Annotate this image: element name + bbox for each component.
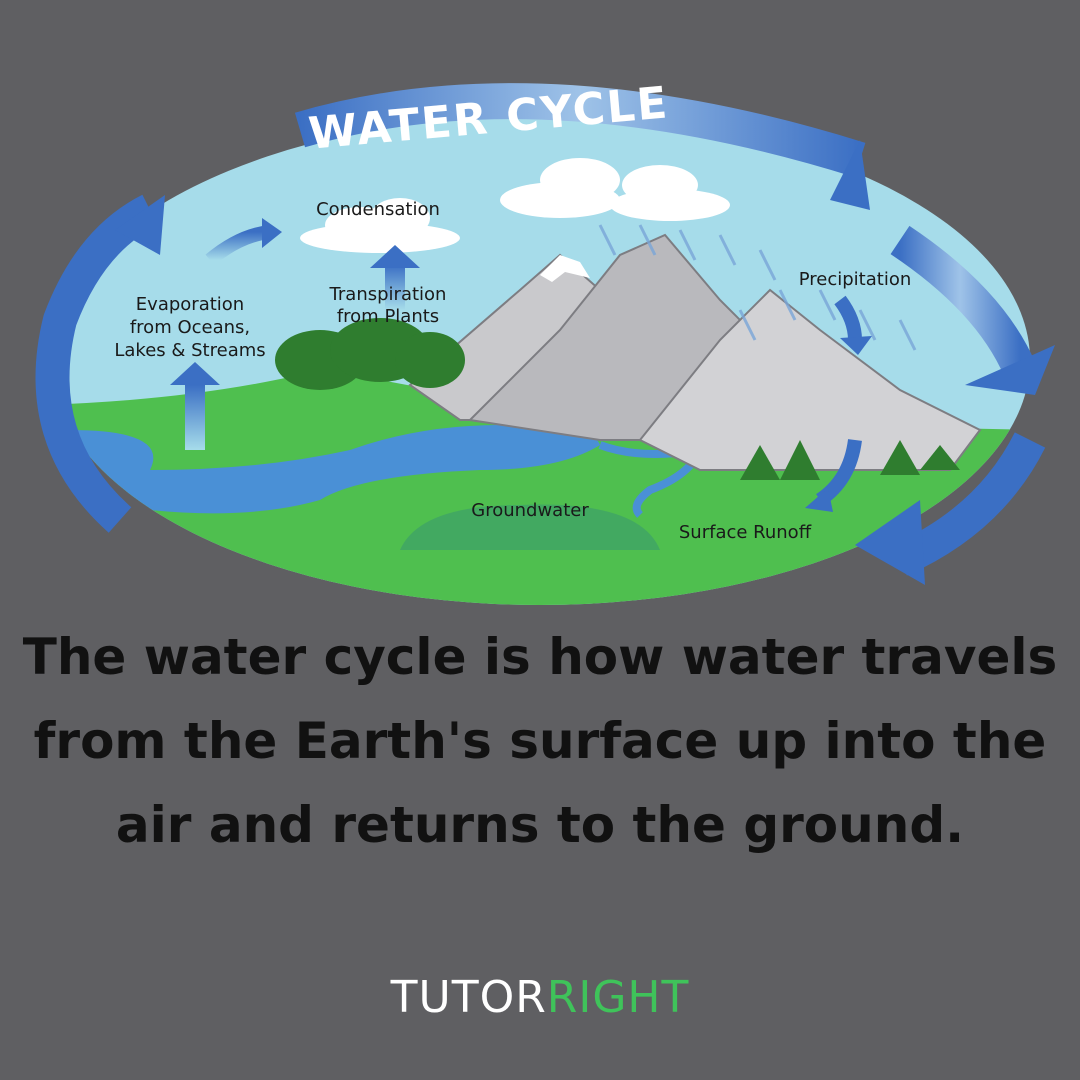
water-cycle-diagram: WATER CYCLE Condensation Transpiration f… xyxy=(35,77,1055,605)
lake xyxy=(50,424,600,514)
label-transpiration-2: from Plants xyxy=(337,306,439,327)
forest-right xyxy=(740,440,960,480)
cloud-rain xyxy=(500,158,730,221)
cycle-arrow-top-head xyxy=(830,140,870,210)
evaporation-up-arrow-head xyxy=(170,362,220,385)
evaporation-arrow-head xyxy=(262,218,282,248)
precipitation-arrow xyxy=(834,295,862,341)
cycle-arrow-top xyxy=(294,83,866,178)
cycle-arrow-right-head xyxy=(965,345,1055,395)
label-evaporation-3: Lakes & Streams xyxy=(114,340,265,361)
label-transpiration-1: Transpiration xyxy=(329,284,447,305)
transpiration-arrow-head xyxy=(370,245,420,268)
label-precipitation: Precipitation xyxy=(799,269,912,290)
brand-part-2: RIGHT xyxy=(546,972,690,1023)
caption: The water cycle is how water travels fro… xyxy=(22,628,1058,854)
brand-part-1: TUTOR xyxy=(390,972,547,1023)
cycle-arrow-left xyxy=(35,194,158,533)
cycle-arrow-bottom-right-head xyxy=(855,500,925,585)
brand-logo: TUTORRIGHT xyxy=(0,972,1080,1023)
evaporation-up-arrow xyxy=(185,385,205,450)
cycle-arrow-right xyxy=(890,225,1036,377)
label-groundwater: Groundwater xyxy=(471,500,589,521)
precipitation-arrow-head xyxy=(840,336,872,355)
snow-cap xyxy=(540,255,590,282)
mountain-right xyxy=(638,288,982,471)
groundwater-area xyxy=(400,504,660,550)
runoff-arrow-head xyxy=(805,488,833,512)
transpiration-arrow xyxy=(385,265,405,310)
label-evaporation-2: from Oceans, xyxy=(130,317,250,338)
cycle-arrow-left-head xyxy=(115,195,165,255)
label-evaporation-1: Evaporation xyxy=(136,294,244,315)
cloud-condensation xyxy=(300,198,460,253)
label-surface-runoff: Surface Runoff xyxy=(679,522,812,543)
label-condensation: Condensation xyxy=(316,199,440,220)
rain xyxy=(598,224,917,351)
forest-left xyxy=(275,318,465,390)
